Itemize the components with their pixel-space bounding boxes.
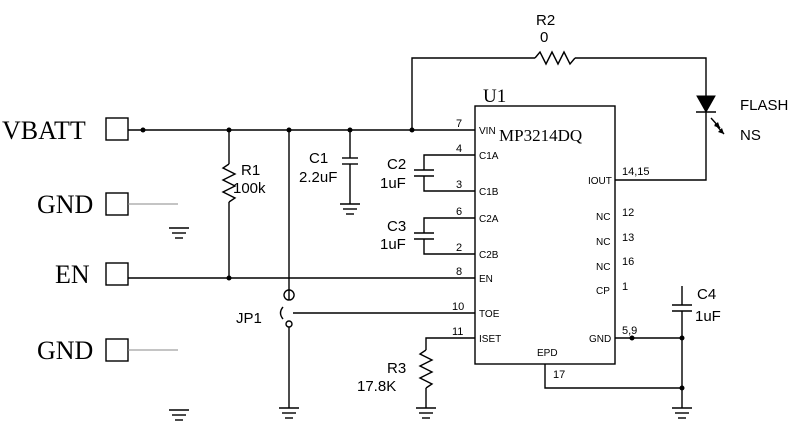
- c1-value: 2.2uF: [299, 169, 337, 186]
- pin-name-en: EN: [479, 274, 493, 285]
- jp1-bridge: [279, 306, 284, 320]
- pin-number-nc2: 13: [622, 232, 634, 244]
- pin-name-epd: EPD: [537, 348, 558, 359]
- jp1-pad-bottom: [285, 320, 293, 328]
- r3-resistor-symbol: [418, 349, 434, 389]
- jp1-pad-top: [283, 289, 295, 301]
- r2-wire-left: [411, 57, 535, 130]
- led-diode-icon: [696, 95, 716, 114]
- pin-name-nc3: NC: [596, 262, 610, 273]
- c2-ref: C2: [387, 156, 406, 173]
- terminal-gnd1-box: [105, 192, 129, 216]
- led-to-iout-wire: [615, 112, 707, 181]
- r2-resistor-symbol: [534, 50, 576, 66]
- pin-name-iout: IOUT: [588, 176, 612, 187]
- pin-name-c2b: C2B: [479, 250, 499, 261]
- c4-value: 1uF: [695, 308, 721, 325]
- pin-name-toe: TOE: [479, 309, 500, 320]
- r3-value: 17.8K: [357, 378, 396, 395]
- junction-dot: [629, 335, 635, 341]
- pin-number-nc3: 16: [622, 256, 634, 268]
- pin-number-c1a: 4: [456, 143, 462, 155]
- pin-number-c2a: 6: [456, 206, 462, 218]
- c4-ref: C4: [697, 286, 716, 303]
- arrow-head-icon: [714, 122, 720, 128]
- arrow-head-icon: [718, 128, 724, 134]
- pin-number-en: 8: [456, 266, 462, 278]
- r3-ref: R3: [387, 360, 406, 377]
- c3-wire-bottom: [423, 239, 475, 255]
- c3-value: 1uF: [380, 236, 406, 253]
- terminal-en-box: [105, 262, 129, 286]
- r1-resistor-symbol: [221, 163, 237, 203]
- pin-number-c2b: 2: [456, 242, 462, 254]
- junction-dot: [226, 275, 232, 281]
- r1-value: 100k: [233, 180, 266, 197]
- terminal-en-label: EN: [55, 260, 90, 289]
- junction-dot: [140, 127, 146, 133]
- c1-ref: C1: [309, 150, 328, 167]
- c2-value: 1uF: [380, 175, 406, 192]
- ic-ref: U1: [483, 86, 506, 107]
- c2-wire-bottom: [423, 176, 475, 192]
- r3-wire-top: [425, 337, 475, 350]
- pin-name-nc1: NC: [596, 212, 610, 223]
- pin-number-toe: 10: [452, 301, 464, 313]
- pin-name-nc2: NC: [596, 237, 610, 248]
- epd-wire: [544, 364, 682, 389]
- c3-wire-top: [423, 217, 475, 233]
- pin-name-gnd: GND: [589, 334, 611, 345]
- led-label-flash: FLASH: [740, 97, 788, 114]
- pin-number-c1b: 3: [456, 179, 462, 191]
- terminal-gnd2-label: GND: [37, 336, 93, 365]
- r2-ref: R2: [536, 12, 555, 29]
- pin-number-epd: 17: [553, 369, 565, 381]
- pin-name-vin: VIN: [479, 126, 496, 137]
- pin-number-iset: 11: [452, 326, 463, 338]
- terminal-gnd1-label: GND: [37, 190, 93, 219]
- r2-value: 0: [540, 29, 548, 46]
- ic-part-number: MP3214DQ: [499, 126, 582, 145]
- pin-number-cp: 1: [622, 281, 628, 293]
- pin-name-c1b: C1B: [479, 187, 499, 198]
- pin-number-nc1: 12: [622, 207, 634, 219]
- pin-number-iout: 14,15: [622, 166, 650, 178]
- pin-number-vin: 7: [456, 118, 462, 130]
- pin-name-c2a: C2A: [479, 214, 499, 225]
- terminal-vbatt-label: VBATT: [2, 116, 86, 145]
- c3-ref: C3: [387, 218, 406, 235]
- pin-name-c1a: C1A: [479, 151, 499, 162]
- r2-wire-right: [575, 57, 707, 96]
- pin-number-gnd: 5,9: [622, 325, 637, 337]
- c2-wire-top: [423, 154, 475, 170]
- pin-name-cp: CP: [596, 286, 610, 297]
- led-label-ns: NS: [740, 127, 761, 144]
- r1-ref: R1: [241, 162, 260, 179]
- terminal-vbatt-box: [105, 117, 129, 141]
- pin-name-iset: ISET: [479, 334, 501, 345]
- jp1-ref: JP1: [236, 310, 262, 327]
- terminal-gnd2-box: [105, 338, 129, 362]
